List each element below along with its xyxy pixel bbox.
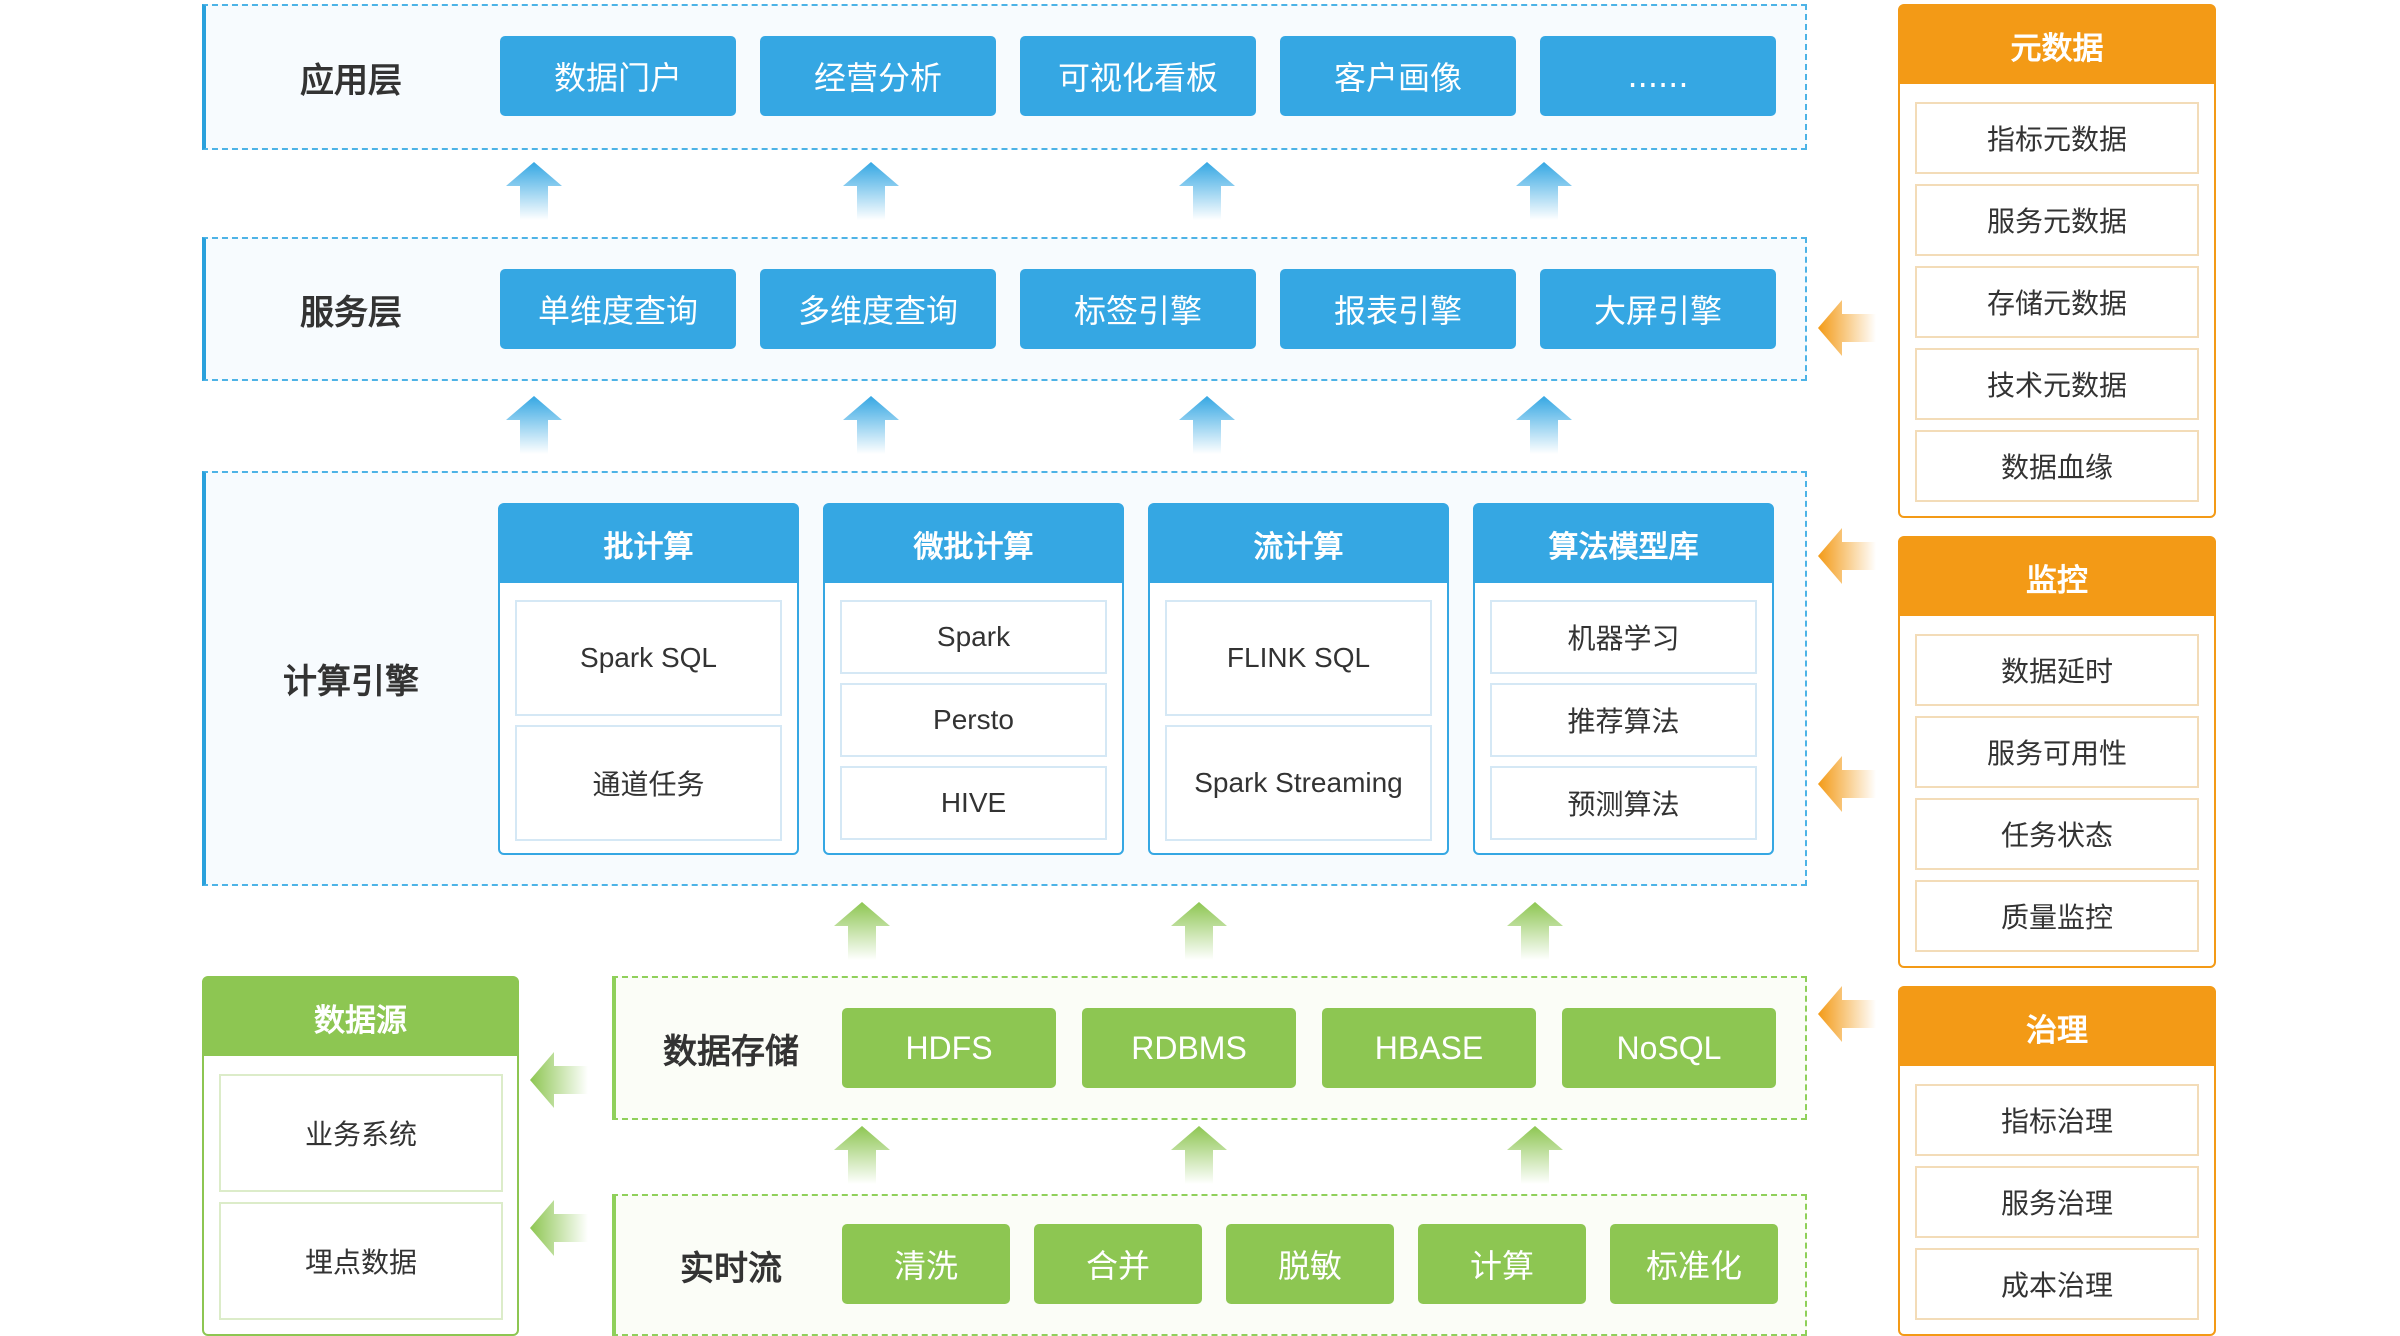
service-layer-title: 服务层 bbox=[300, 292, 402, 333]
monitoring-item[interactable]: 质量监控 bbox=[1915, 880, 2199, 952]
compute-col-algorithms-title: 算法模型库 bbox=[1475, 505, 1772, 583]
arrow-left-icon bbox=[1818, 300, 1876, 356]
compute-cell[interactable]: 推荐算法 bbox=[1490, 683, 1757, 757]
metadata-item[interactable]: 指标元数据 bbox=[1915, 102, 2199, 174]
arrow-up-icon bbox=[843, 396, 899, 454]
governance-panel: 治理 指标治理 服务治理 成本治理 bbox=[1898, 986, 2216, 1336]
arrow-up-icon bbox=[1507, 1126, 1563, 1184]
application-layer: 应用层 数据门户 经营分析 可视化看板 客户画像 ...... bbox=[202, 4, 1807, 150]
app-item-customer-profile[interactable]: 客户画像 bbox=[1280, 36, 1516, 116]
service-item-bigscreen-engine[interactable]: 大屏引擎 bbox=[1540, 269, 1776, 349]
stream-item-standardize[interactable]: 标准化 bbox=[1610, 1224, 1778, 1304]
data-source-title: 数据源 bbox=[204, 978, 517, 1056]
compute-cell[interactable]: HIVE bbox=[840, 766, 1107, 840]
service-layer: 服务层 单维度查询 多维度查询 标签引擎 报表引擎 大屏引擎 bbox=[202, 237, 1807, 381]
storage-item-hdfs[interactable]: HDFS bbox=[842, 1008, 1056, 1088]
monitoring-item[interactable]: 服务可用性 bbox=[1915, 716, 2199, 788]
storage-item-nosql[interactable]: NoSQL bbox=[1562, 1008, 1776, 1088]
metadata-item[interactable]: 存储元数据 bbox=[1915, 266, 2199, 338]
storage-item-rdbms[interactable]: RDBMS bbox=[1082, 1008, 1296, 1088]
compute-cell[interactable]: 机器学习 bbox=[1490, 600, 1757, 674]
arrow-up-icon bbox=[834, 902, 890, 960]
arrow-left-icon bbox=[530, 1052, 588, 1108]
monitoring-panel: 监控 数据延时 服务可用性 任务状态 质量监控 bbox=[1898, 536, 2216, 968]
app-item-business-analysis[interactable]: 经营分析 bbox=[760, 36, 996, 116]
app-item-data-portal[interactable]: 数据门户 bbox=[500, 36, 736, 116]
governance-title: 治理 bbox=[1900, 988, 2214, 1066]
storage-layer: 数据存储 HDFS RDBMS HBASE NoSQL bbox=[612, 976, 1807, 1120]
compute-col-microbatch-title: 微批计算 bbox=[825, 505, 1122, 583]
service-item-report-engine[interactable]: 报表引擎 bbox=[1280, 269, 1516, 349]
governance-item[interactable]: 指标治理 bbox=[1915, 1084, 2199, 1156]
compute-col-microbatch: 微批计算 Spark Persto HIVE bbox=[823, 503, 1124, 855]
stream-item-merge[interactable]: 合并 bbox=[1034, 1224, 1202, 1304]
stream-layer: 实时流 清洗 合并 脱敏 计算 标准化 bbox=[612, 1194, 1807, 1336]
monitoring-item[interactable]: 任务状态 bbox=[1915, 798, 2199, 870]
compute-cell[interactable]: Spark Streaming bbox=[1165, 725, 1432, 841]
arrow-up-icon bbox=[1179, 396, 1235, 454]
service-item-multi-dim-query[interactable]: 多维度查询 bbox=[760, 269, 996, 349]
compute-col-stream: 流计算 FLINK SQL Spark Streaming bbox=[1148, 503, 1449, 855]
arrow-up-icon bbox=[1516, 396, 1572, 454]
arrow-left-icon bbox=[1818, 756, 1876, 812]
arrow-left-icon bbox=[1818, 986, 1876, 1042]
stream-item-clean[interactable]: 清洗 bbox=[842, 1224, 1010, 1304]
compute-layer-title: 计算引擎 bbox=[283, 662, 419, 702]
data-source-item[interactable]: 埋点数据 bbox=[219, 1202, 503, 1320]
compute-col-batch-title: 批计算 bbox=[500, 505, 797, 583]
stream-item-compute[interactable]: 计算 bbox=[1418, 1224, 1586, 1304]
arrow-up-icon bbox=[506, 396, 562, 454]
app-item-more[interactable]: ...... bbox=[1540, 36, 1776, 116]
arrow-left-icon bbox=[1818, 528, 1876, 584]
metadata-item[interactable]: 服务元数据 bbox=[1915, 184, 2199, 256]
storage-item-hbase[interactable]: HBASE bbox=[1322, 1008, 1536, 1088]
arrow-left-icon bbox=[530, 1200, 588, 1256]
compute-cell[interactable]: Persto bbox=[840, 683, 1107, 757]
stream-item-desensitize[interactable]: 脱敏 bbox=[1226, 1224, 1394, 1304]
compute-col-algorithms: 算法模型库 机器学习 推荐算法 预测算法 bbox=[1473, 503, 1774, 855]
arrow-up-icon bbox=[1171, 1126, 1227, 1184]
metadata-title: 元数据 bbox=[1900, 6, 2214, 84]
compute-col-batch: 批计算 Spark SQL 通道任务 bbox=[498, 503, 799, 855]
metadata-item[interactable]: 数据血缘 bbox=[1915, 430, 2199, 502]
metadata-panel: 元数据 指标元数据 服务元数据 存储元数据 技术元数据 数据血缘 bbox=[1898, 4, 2216, 518]
compute-cell[interactable]: Spark SQL bbox=[515, 600, 782, 716]
compute-cell[interactable]: Spark bbox=[840, 600, 1107, 674]
metadata-item[interactable]: 技术元数据 bbox=[1915, 348, 2199, 420]
arrow-up-icon bbox=[1171, 902, 1227, 960]
data-source-item[interactable]: 业务系统 bbox=[219, 1074, 503, 1192]
application-layer-title: 应用层 bbox=[300, 60, 402, 101]
app-item-visual-dashboard[interactable]: 可视化看板 bbox=[1020, 36, 1256, 116]
arrow-up-icon bbox=[1507, 902, 1563, 960]
arrow-up-icon bbox=[1516, 162, 1572, 220]
arrow-up-icon bbox=[834, 1126, 890, 1184]
compute-cell[interactable]: 预测算法 bbox=[1490, 766, 1757, 840]
monitoring-title: 监控 bbox=[1900, 538, 2214, 616]
compute-cell[interactable]: 通道任务 bbox=[515, 725, 782, 841]
governance-item[interactable]: 成本治理 bbox=[1915, 1248, 2199, 1320]
compute-cell[interactable]: FLINK SQL bbox=[1165, 600, 1432, 716]
arrow-up-icon bbox=[843, 162, 899, 220]
storage-layer-title: 数据存储 bbox=[663, 1031, 799, 1072]
arrow-up-icon bbox=[1179, 162, 1235, 220]
governance-item[interactable]: 服务治理 bbox=[1915, 1166, 2199, 1238]
compute-col-stream-title: 流计算 bbox=[1150, 505, 1447, 583]
data-source-panel: 数据源 业务系统 埋点数据 bbox=[202, 976, 519, 1336]
service-item-single-dim-query[interactable]: 单维度查询 bbox=[500, 269, 736, 349]
service-item-tag-engine[interactable]: 标签引擎 bbox=[1020, 269, 1256, 349]
stream-layer-title: 实时流 bbox=[680, 1248, 782, 1289]
monitoring-item[interactable]: 数据延时 bbox=[1915, 634, 2199, 706]
arrow-up-icon bbox=[506, 162, 562, 220]
